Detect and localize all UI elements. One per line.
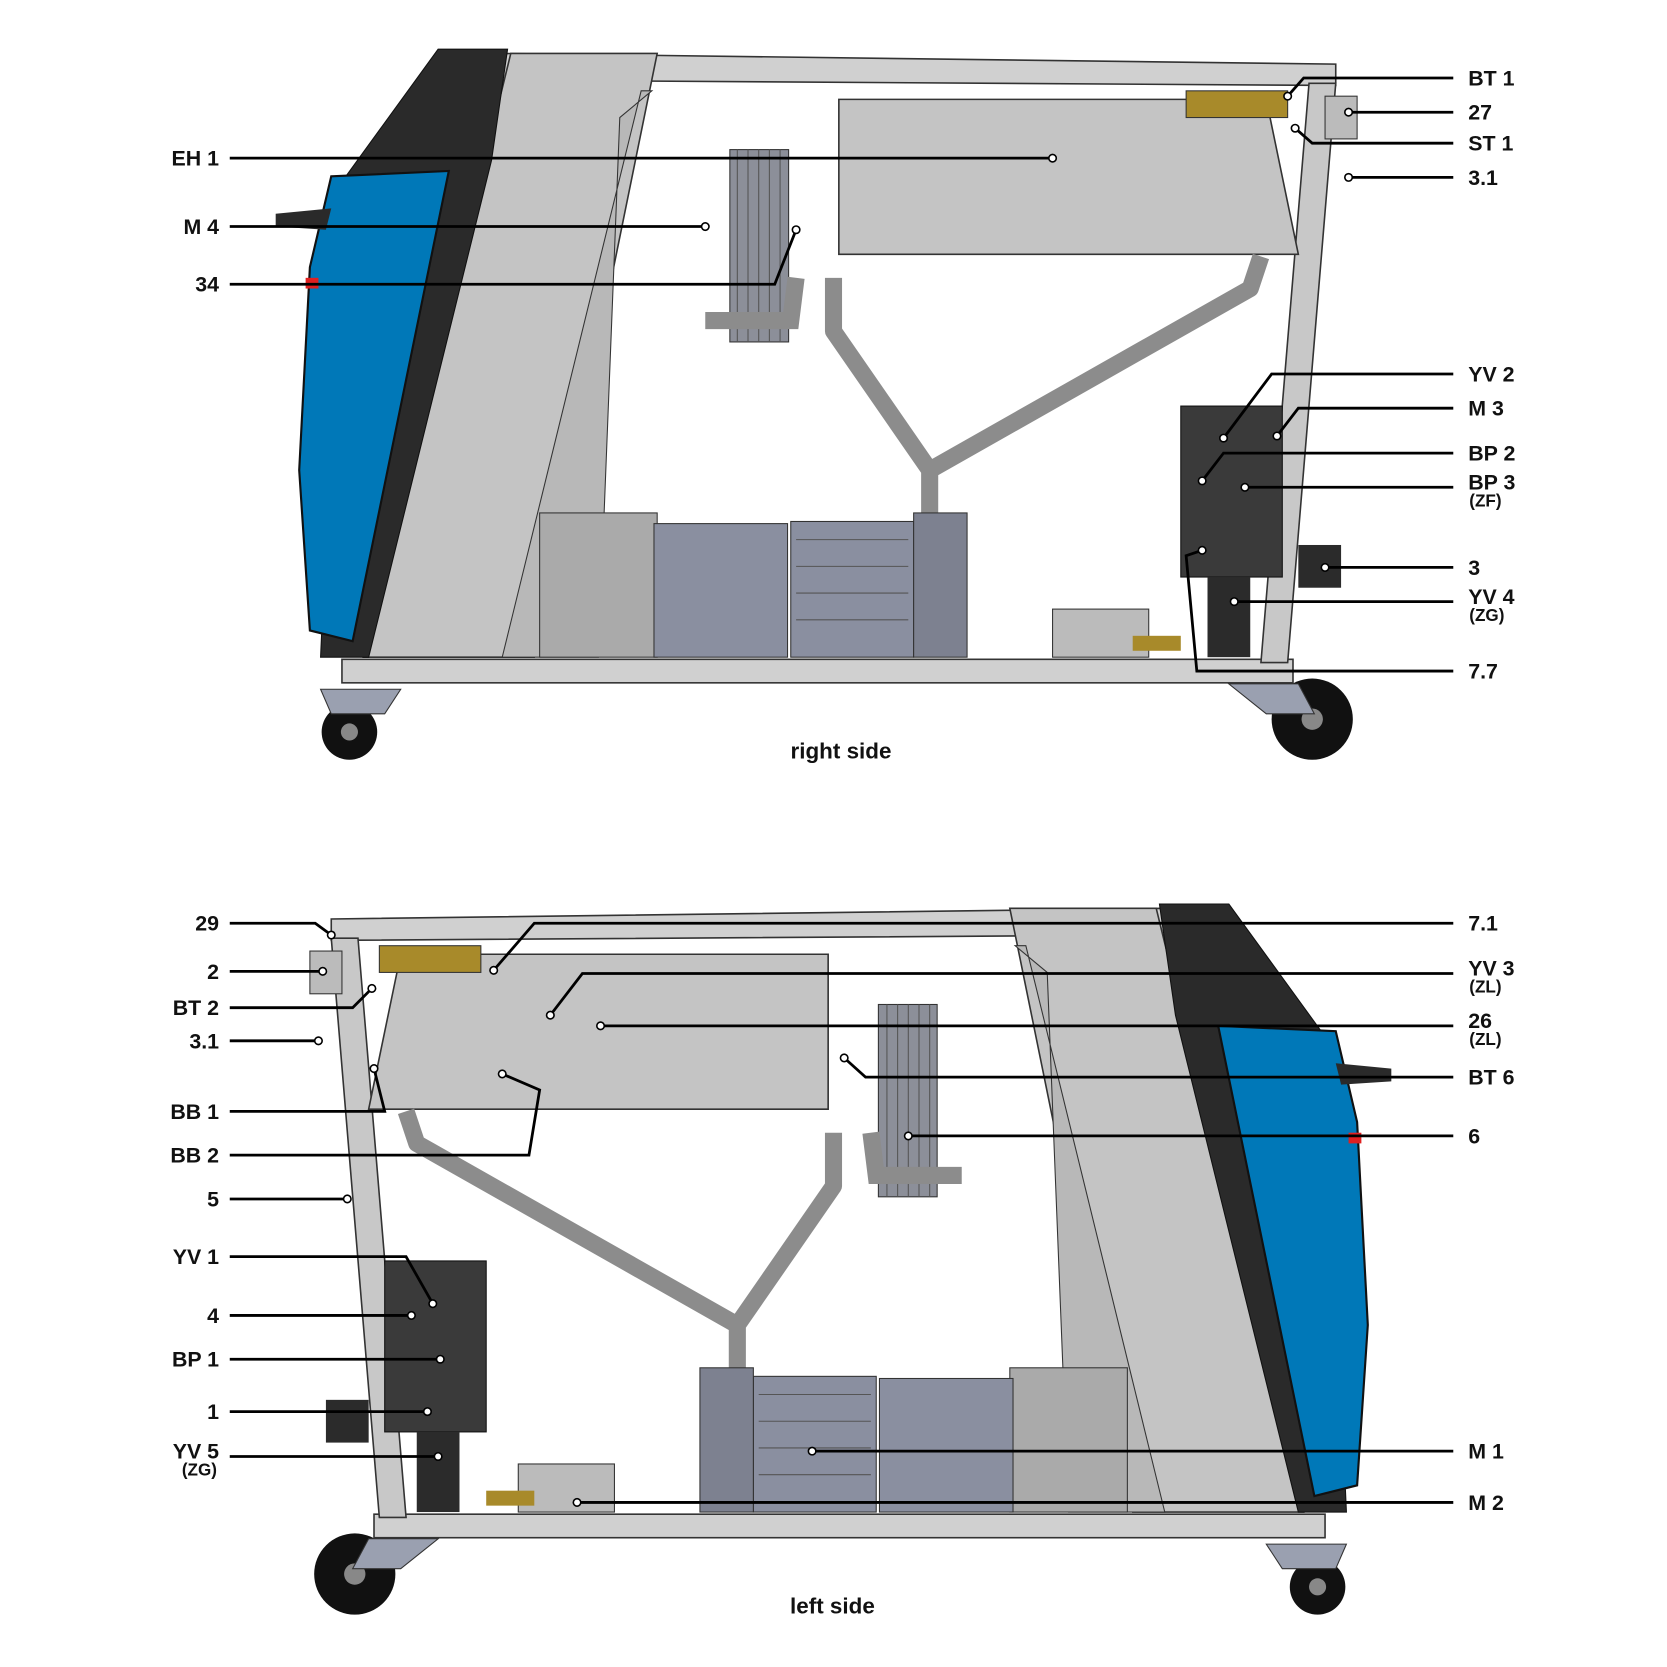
leader-dot	[435, 1354, 445, 1364]
leader-dot	[1272, 431, 1282, 441]
callout-label: 26	[1468, 1009, 1492, 1033]
leader-dot	[700, 221, 710, 232]
callout-label: YV 1	[173, 1245, 219, 1269]
callout-label: 2	[207, 960, 219, 984]
leader-line	[229, 921, 333, 937]
leader-dot	[497, 1069, 507, 1079]
callout-label: 29	[195, 912, 219, 936]
leader-line	[229, 1072, 542, 1157]
leader-dot	[342, 1194, 352, 1204]
callout-label: 4	[207, 1304, 219, 1328]
callout-label: BB 1	[170, 1100, 219, 1124]
leader-dot	[572, 1497, 582, 1507]
callout-sublabel: (ZG)	[1469, 606, 1504, 625]
callout-label: 6	[1468, 1124, 1480, 1148]
leader-line	[492, 921, 1454, 972]
leader-line	[1286, 76, 1454, 98]
leader-line	[229, 1068, 387, 1113]
callout-label: EH 1	[172, 147, 220, 171]
callout-label: BP 3	[1468, 470, 1515, 494]
leader-dot	[1240, 482, 1250, 492]
leader-line	[549, 972, 1454, 1017]
callout-label: YV 3	[1468, 957, 1514, 981]
leader-dot	[433, 1451, 443, 1462]
leader-line	[229, 229, 798, 286]
leader-dot	[406, 1310, 416, 1320]
callout-label: M 1	[1468, 1440, 1504, 1464]
leader-dot	[428, 1299, 438, 1309]
leader-dot	[1197, 545, 1207, 555]
leader-dot	[313, 1036, 323, 1046]
leader-line	[229, 987, 373, 1010]
callout-label: BT 2	[173, 996, 219, 1020]
leader-dot	[1283, 91, 1293, 101]
callout-label: 1	[207, 1400, 219, 1424]
leader-dot	[1344, 172, 1354, 182]
leader-dot	[369, 1064, 379, 1074]
leader-dot	[1344, 107, 1354, 117]
callout-label: 27	[1468, 101, 1492, 125]
callout-label: ST 1	[1468, 132, 1513, 156]
leader-lines	[229, 76, 1454, 1507]
leader-dot	[318, 966, 328, 976]
callout-label: 5	[207, 1187, 219, 1211]
leader-dot	[1290, 123, 1300, 133]
leader-line	[1275, 406, 1454, 437]
callout-sublabel: (ZL)	[1469, 1030, 1501, 1049]
callout-label: BP 1	[172, 1348, 219, 1372]
callout-label: BB 2	[170, 1144, 219, 1168]
callout-label: BP 2	[1468, 442, 1515, 466]
callout-label: YV 2	[1468, 362, 1514, 386]
machine-left-side-view	[310, 904, 1391, 1615]
leader-line	[843, 1056, 1454, 1079]
callout-label: M 3	[1468, 397, 1504, 421]
callout-label: 7.7	[1468, 660, 1498, 684]
leader-dot	[791, 225, 801, 235]
callout-label: 7.1	[1468, 912, 1498, 936]
callout-sublabel: (ZL)	[1469, 978, 1501, 997]
leader-dot	[367, 983, 377, 993]
leader-line	[229, 1255, 434, 1305]
leader-dot	[1218, 433, 1229, 443]
callout-label: BT 1	[1468, 66, 1514, 90]
callout-label: M 4	[183, 215, 219, 239]
leader-dot	[1048, 153, 1058, 163]
leader-line	[1184, 549, 1454, 673]
callout-label: BT 6	[1468, 1066, 1514, 1090]
leader-dot	[489, 965, 499, 975]
leader-dot	[903, 1131, 913, 1141]
leader-dot	[1229, 597, 1239, 607]
callout-label: 3.1	[189, 1029, 219, 1053]
callout-label: YV 5	[173, 1440, 219, 1464]
leader-dot	[839, 1053, 849, 1063]
caption-left-side: left side	[790, 1594, 875, 1619]
leader-dot	[1197, 476, 1207, 486]
leader-dot	[1320, 562, 1330, 572]
callout-label: 3.1	[1468, 166, 1498, 190]
leader-dot	[422, 1407, 432, 1417]
callout-label: YV 4	[1468, 585, 1514, 609]
callout-sublabel: (ZG)	[182, 1461, 217, 1480]
callout-sublabel: (ZF)	[1469, 492, 1501, 511]
leader-dot	[596, 1021, 606, 1031]
leader-line	[1222, 372, 1454, 439]
leader-line	[1201, 451, 1454, 482]
callout-label: 34	[195, 273, 219, 297]
leader-dot	[326, 930, 336, 940]
leader-dot	[545, 1010, 555, 1020]
leader-dot	[807, 1446, 817, 1456]
callout-label: M 2	[1468, 1491, 1504, 1515]
callout-label: 3	[1468, 556, 1480, 580]
caption-right-side: right side	[790, 739, 891, 764]
leader-line	[1294, 127, 1454, 145]
